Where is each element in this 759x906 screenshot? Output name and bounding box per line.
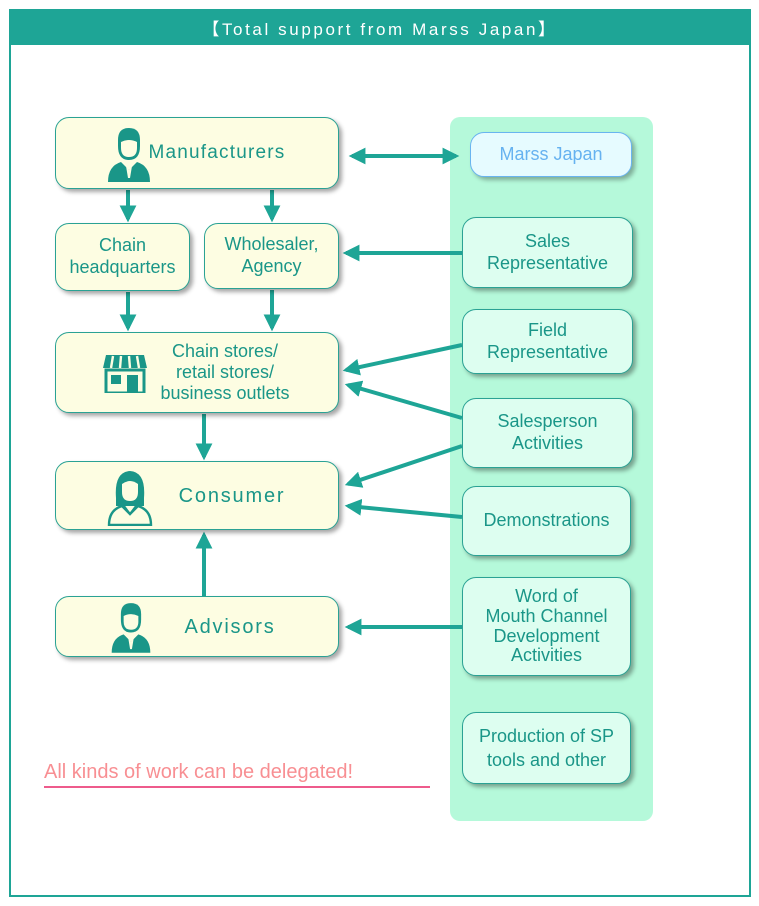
- advisors-box: Advisors: [55, 596, 339, 657]
- stores-label-line2: retail stores/: [175, 361, 275, 382]
- service-label-line1: Demonstrations: [483, 510, 610, 531]
- manufacturers-label: Manufacturers: [148, 141, 286, 163]
- manufacturers-box: Manufacturers: [55, 117, 339, 189]
- service-demonstrations: Demonstrations: [462, 486, 631, 556]
- service-label-line2: Activities: [511, 433, 583, 453]
- service-label-line2: Mouth Channel: [485, 605, 608, 626]
- service-label-line2: Representative: [486, 341, 609, 362]
- service-label-line2: Representative: [486, 252, 609, 273]
- wholesaler-label-line1: Wholesaler,: [224, 234, 319, 255]
- service-label-line2: tools and other: [486, 750, 607, 770]
- chain-headquarters-label-line1: Chain: [98, 235, 147, 256]
- service-label-line3: Development: [493, 625, 600, 646]
- service-label-line1: Field: [527, 319, 567, 340]
- service-salesperson-activities: Salesperson Activities: [462, 398, 633, 468]
- service-sp-tools-production: Production of SP tools and other: [462, 712, 631, 784]
- man-icon: [111, 603, 151, 653]
- consumer-box: Consumer: [55, 461, 339, 530]
- service-label-line4: Activities: [510, 645, 582, 666]
- stores-label-line1: Chain stores/: [171, 340, 279, 361]
- delegation-tagline: All kinds of work can be delegated!: [44, 761, 430, 788]
- service-word-of-mouth: Word of Mouth Channel Development Activi…: [462, 577, 631, 676]
- diagram-title: 【Total support from Marss Japan】: [9, 9, 751, 45]
- stores-box: Chain stores/ retail stores/ business ou…: [55, 332, 339, 413]
- woman-icon: [107, 471, 153, 526]
- wholesaler-label-line2: Agency: [241, 256, 302, 276]
- service-label-line1: Salesperson: [497, 411, 598, 432]
- service-sales-representative: Sales Representative: [462, 217, 633, 288]
- service-label-line1: Sales: [524, 230, 571, 251]
- service-label-line1: Word of: [515, 585, 578, 606]
- wholesaler-box: Wholesaler, Agency: [204, 223, 339, 289]
- chain-headquarters-box: Chain headquarters: [55, 223, 190, 291]
- advisors-label: Advisors: [184, 615, 276, 638]
- chain-headquarters-label-line2: headquarters: [69, 257, 176, 277]
- store-icon: [103, 355, 147, 393]
- man-icon: [108, 128, 150, 182]
- stores-label-line3: business outlets: [160, 383, 290, 404]
- marss-japan-label: Marss Japan: [499, 143, 603, 164]
- marss-japan-box: Marss Japan: [470, 132, 632, 177]
- service-label-line1: Production of SP: [478, 725, 615, 746]
- consumer-label: Consumer: [178, 484, 286, 507]
- service-field-representative: Field Representative: [462, 309, 633, 374]
